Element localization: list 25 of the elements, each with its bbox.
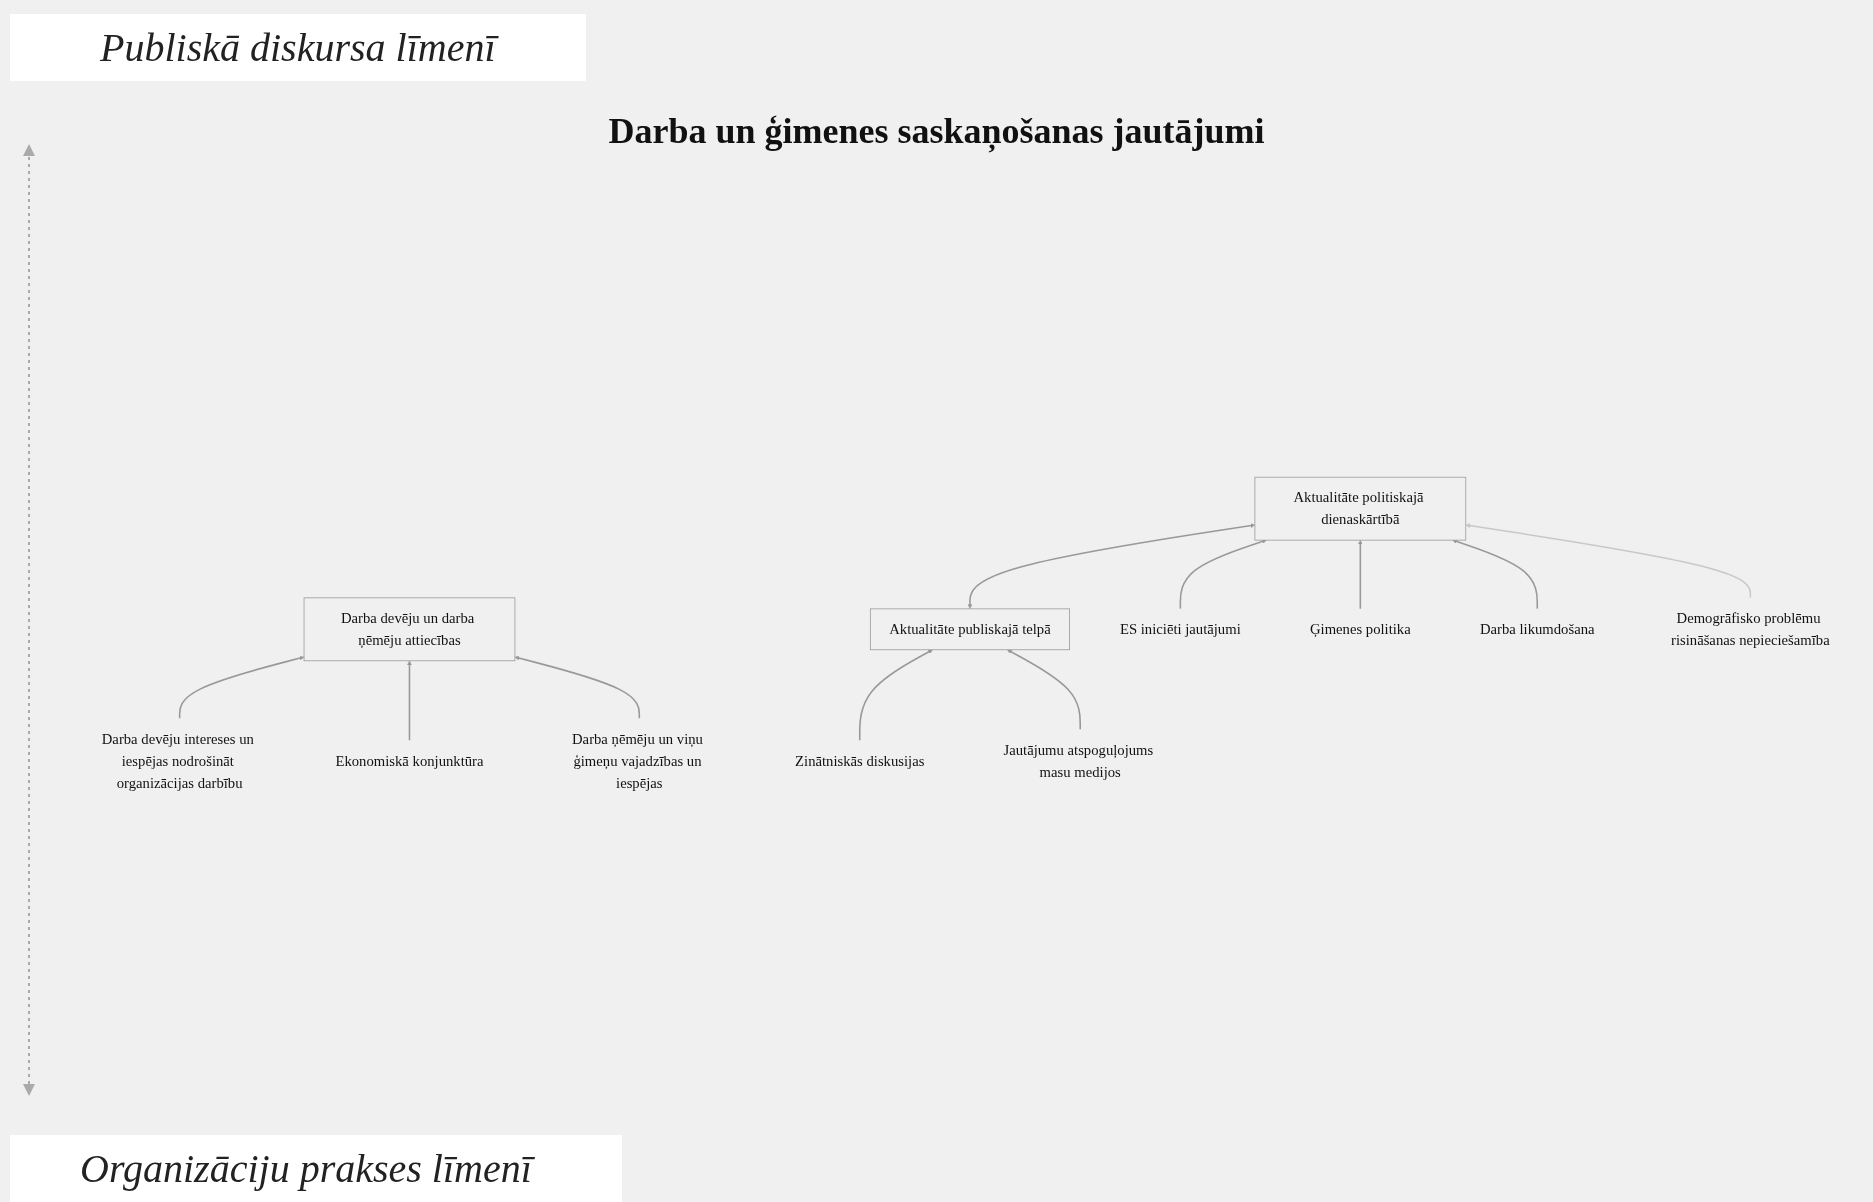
- node-text: Ekonomiskā konjunktūra: [335, 752, 484, 769]
- node-text: Darba ņēmēju un viņu ģimeņu vajadzības un iespējas: [572, 730, 703, 791]
- central-theme: Darba un ģimenes saskaņošanas jautājumi: [607, 110, 1266, 152]
- level-label: Organizāciju prakses līmenī: [10, 1135, 622, 1202]
- node-text: Ģimenes politika: [1309, 620, 1411, 637]
- arrow: [407, 660, 412, 741]
- node-box: Aktualitāte publiskajā telpā: [869, 608, 1070, 650]
- node-text: Darba devēju intereses un iespējas nodrošināt organizācijas darbību: [101, 730, 254, 791]
- node-text: ES iniciēti jautājumi: [1119, 620, 1241, 637]
- arrow: [1452, 538, 1539, 610]
- node-text: Jautājumu atspoguļojums masu medijos: [1003, 741, 1154, 780]
- arrow: [178, 655, 305, 719]
- node-text: Zinātniskās diskusijas: [795, 752, 925, 769]
- node-box: Aktualitāte politiskajā dienaskārtībā: [1254, 476, 1467, 541]
- arrow: [1358, 539, 1363, 610]
- node-text: Demogrāfisko problēmu risināšanas nepieciešamība: [1671, 609, 1830, 648]
- node-box: Darba devēju un darba ņēmēju attiecības: [303, 597, 516, 661]
- arrow: [967, 523, 1256, 609]
- level-label: Publiskā diskursa līmenī: [10, 14, 586, 81]
- arrow: [1465, 523, 1752, 599]
- arrow: [514, 655, 641, 719]
- arrow: [1007, 649, 1081, 730]
- arrow: [858, 649, 933, 741]
- arrow: [1179, 538, 1267, 610]
- node-text: Darba likumdošana: [1479, 620, 1595, 637]
